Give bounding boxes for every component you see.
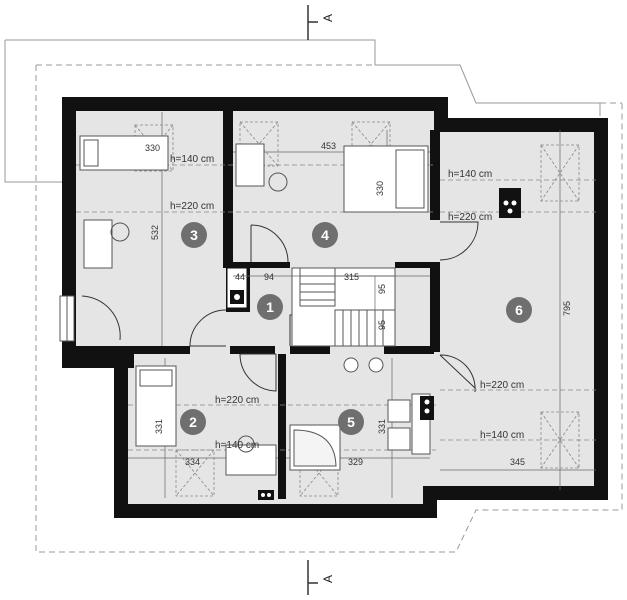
- dim-334: 334: [185, 457, 200, 467]
- section-marker-bottom: A: [321, 575, 335, 583]
- dim-44: 44: [235, 272, 245, 282]
- svg-text:2: 2: [189, 414, 197, 430]
- appliances: [258, 188, 521, 500]
- room-badge-4: 4: [312, 222, 338, 248]
- height-label-r6-220-bottom: h=220 cm: [480, 380, 524, 391]
- room-badge-5: 5: [338, 409, 364, 435]
- room-badge-3: 3: [181, 222, 207, 248]
- dim-532: 532: [150, 225, 160, 240]
- svg-text:3: 3: [190, 227, 198, 243]
- svg-text:4: 4: [321, 227, 329, 243]
- height-label-r2-140: h=140 cm: [215, 440, 259, 451]
- dim-453: 453: [321, 141, 336, 151]
- height-label-r3-220: h=220 cm: [170, 201, 214, 212]
- svg-text:5: 5: [347, 414, 355, 430]
- dim-329: 329: [348, 457, 363, 467]
- dim-95-bottom: 95: [377, 320, 387, 330]
- dim-331-r5: 331: [377, 419, 387, 434]
- dim-345: 345: [510, 457, 525, 467]
- interior-walls: [75, 110, 440, 499]
- room-badge-2: 2: [180, 409, 206, 435]
- height-label-r3-140: h=140 cm: [170, 154, 214, 165]
- section-marker-top: A: [321, 14, 335, 22]
- dim-330-r4: 330: [375, 181, 385, 196]
- dim-315: 315: [344, 272, 359, 282]
- staircase: [291, 267, 396, 347]
- dim-795: 795: [562, 301, 572, 316]
- roof-outline-left: [4, 40, 62, 183]
- height-label-r6-140-top: h=140 cm: [448, 169, 492, 180]
- height-label-r6-220-top: h=220 cm: [448, 212, 492, 223]
- dim-330-r3: 330: [145, 143, 160, 153]
- height-label-r6-140-bottom: h=140 cm: [480, 430, 524, 441]
- room-badge-1: 1: [257, 294, 283, 320]
- dim-95-top: 95: [377, 284, 387, 294]
- svg-text:1: 1: [266, 299, 274, 315]
- svg-text:6: 6: [515, 302, 523, 318]
- outer-wall-main: [62, 97, 608, 518]
- dim-94: 94: [264, 272, 274, 282]
- room-badge-6: 6: [506, 297, 532, 323]
- roof-dashed-outline: [35, 64, 623, 553]
- height-label-r2-220: h=220 cm: [215, 395, 259, 406]
- furniture: [79, 135, 431, 476]
- dim-331-r2: 331: [154, 419, 164, 434]
